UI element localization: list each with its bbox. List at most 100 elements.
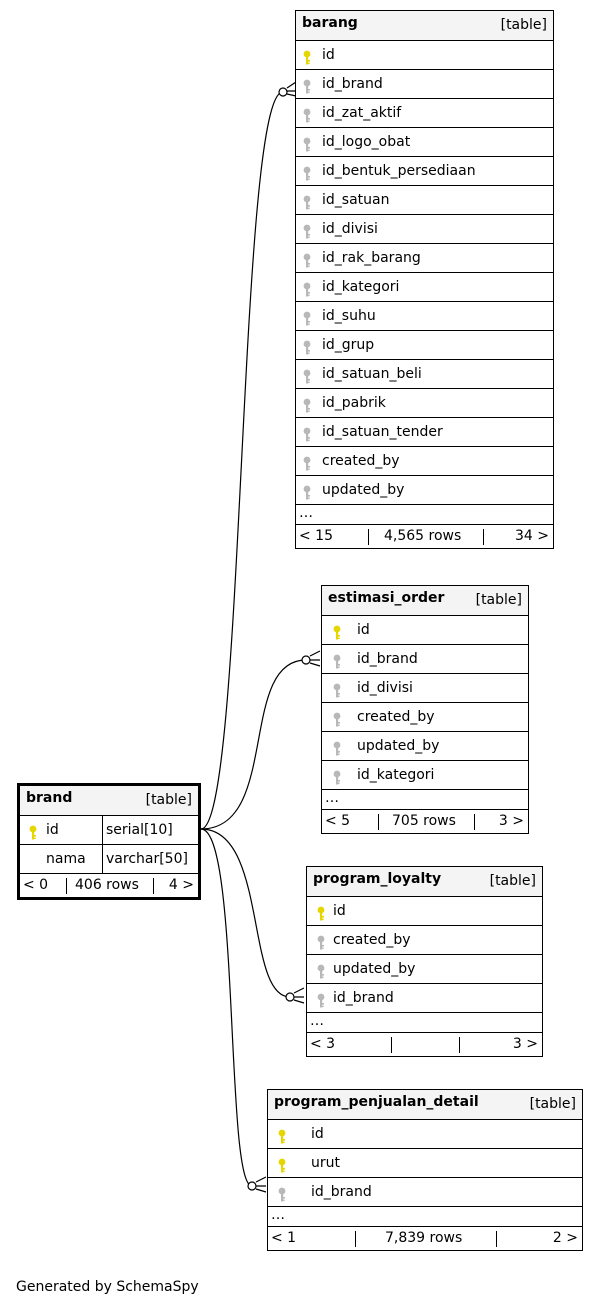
ellipsis: … [322, 789, 528, 809]
column-name: nama [46, 851, 86, 867]
column-name: id_divisi [357, 680, 413, 696]
column-row[interactable]: id_rak_barang [296, 243, 553, 272]
children-count[interactable]: 3 > [512, 1036, 538, 1052]
column-row[interactable]: id_divisi [296, 214, 553, 243]
ellipsis: … [307, 1012, 542, 1032]
parents-count[interactable]: < 15 [299, 528, 333, 544]
column-row[interactable]: id_brand [307, 983, 542, 1012]
primary-key-icon [28, 823, 38, 840]
parents-count[interactable]: < 1 [271, 1230, 297, 1246]
column-row[interactable]: created_by [322, 702, 528, 731]
parents-count[interactable]: < 0 [23, 877, 49, 893]
column-name: created_by [357, 709, 435, 725]
crowfoot-icon [255, 1176, 267, 1193]
table-type: [table] [529, 1096, 576, 1112]
column-row[interactable]: id_kategori [322, 760, 528, 789]
column-row[interactable]: id_logo_obat [296, 127, 553, 156]
column-name: id_divisi [322, 221, 378, 237]
column-row[interactable]: id_pabrik [296, 388, 553, 417]
column-row[interactable]: id_satuan_beli [296, 359, 553, 388]
table-barang[interactable]: barang [table] id id_brand id_zat_aktif id_… [295, 10, 554, 549]
row-count: 7,839 rows [385, 1230, 463, 1246]
row-count: 406 rows [75, 877, 139, 893]
column-row[interactable]: id_brand [322, 644, 528, 673]
table-type: [table] [475, 592, 522, 608]
column-name: id_kategori [357, 767, 435, 783]
foreign-key-icon [302, 77, 312, 94]
column-row[interactable]: id_brand [268, 1177, 582, 1206]
column-row[interactable]: updated_by [307, 954, 542, 983]
crowfoot-icon [309, 650, 321, 667]
column-row[interactable]: updated_by [322, 731, 528, 760]
column-row[interactable]: id_kategori [296, 272, 553, 301]
edge-end-circle [247, 1181, 257, 1191]
foreign-key-icon [332, 681, 342, 698]
foreign-key-icon [316, 933, 326, 950]
row-count: 705 rows [392, 813, 456, 829]
column-name: id_logo_obat [322, 134, 411, 150]
table-name: barang [302, 15, 358, 31]
parents-count[interactable]: < 3 [310, 1036, 336, 1052]
column-name: id_rak_barang [322, 250, 421, 266]
column-row[interactable]: id_satuan [296, 185, 553, 214]
ellipsis: … [268, 1206, 582, 1226]
foreign-key-icon [302, 135, 312, 152]
children-count[interactable]: 2 > [552, 1230, 578, 1246]
column-row[interactable]: id [322, 615, 528, 644]
children-count[interactable]: 4 > [168, 877, 194, 893]
table-header: program_penjualan_detail [table] [268, 1090, 582, 1119]
foreign-key-icon [302, 425, 312, 442]
column-row[interactable]: id_grup [296, 330, 553, 359]
table-header: barang [table] [296, 11, 553, 40]
foreign-key-icon [302, 106, 312, 123]
edge-end-circle [301, 655, 311, 665]
column-row[interactable]: id_divisi [322, 673, 528, 702]
column-name: updated_by [357, 738, 440, 754]
foreign-key-icon [316, 991, 326, 1008]
edge-brand-program-loyalty [200, 828, 291, 998]
column-row[interactable]: id_suhu [296, 301, 553, 330]
foreign-key-icon [332, 710, 342, 727]
column-name: id_kategori [322, 279, 400, 295]
column-row[interactable]: created_by [296, 446, 553, 475]
foreign-key-icon [302, 222, 312, 239]
primary-key-icon [277, 1127, 287, 1144]
column-row[interactable]: id_bentuk_persediaan [296, 156, 553, 185]
children-count[interactable]: 34 > [515, 528, 549, 544]
column-row[interactable]: id [268, 1119, 582, 1148]
column-name: created_by [333, 932, 411, 948]
parents-count[interactable]: < 5 [325, 813, 351, 829]
table-footer: < 1 7,839 rows 2 > [268, 1226, 582, 1250]
column-row[interactable]: urut [268, 1148, 582, 1177]
table-type: [table] [145, 792, 192, 808]
column-row[interactable]: id [307, 896, 542, 925]
column-row[interactable]: id_zat_aktif [296, 98, 553, 127]
table-type: [table] [500, 17, 547, 33]
column-name: id_brand [357, 651, 418, 667]
row-count: 4,565 rows [384, 528, 462, 544]
table-header: brand [table] [20, 786, 198, 815]
column-row[interactable]: created_by [307, 925, 542, 954]
edge-brand-estimasi-order [200, 659, 307, 830]
column-row[interactable]: id_satuan_tender [296, 417, 553, 446]
foreign-key-icon [302, 454, 312, 471]
generated-by-label: Generated by SchemaSpy [16, 1279, 199, 1295]
table-header: estimasi_order [table] [322, 586, 528, 615]
column-name: id [333, 903, 346, 919]
table-header: program_loyalty [table] [307, 867, 542, 896]
crowfoot-icon [286, 81, 297, 97]
column-row[interactable]: updated_by [296, 475, 553, 504]
column-row[interactable]: id_brand [296, 69, 553, 98]
column-name: id_brand [322, 76, 383, 92]
table-footer: < 5 705 rows 3 > [322, 809, 528, 833]
table-estimasi-order[interactable]: estimasi_order [table] id id_brand id_divi… [321, 585, 529, 834]
children-count[interactable]: 3 > [498, 813, 524, 829]
column-row[interactable]: id [296, 40, 553, 69]
column-name: id [311, 1126, 324, 1142]
